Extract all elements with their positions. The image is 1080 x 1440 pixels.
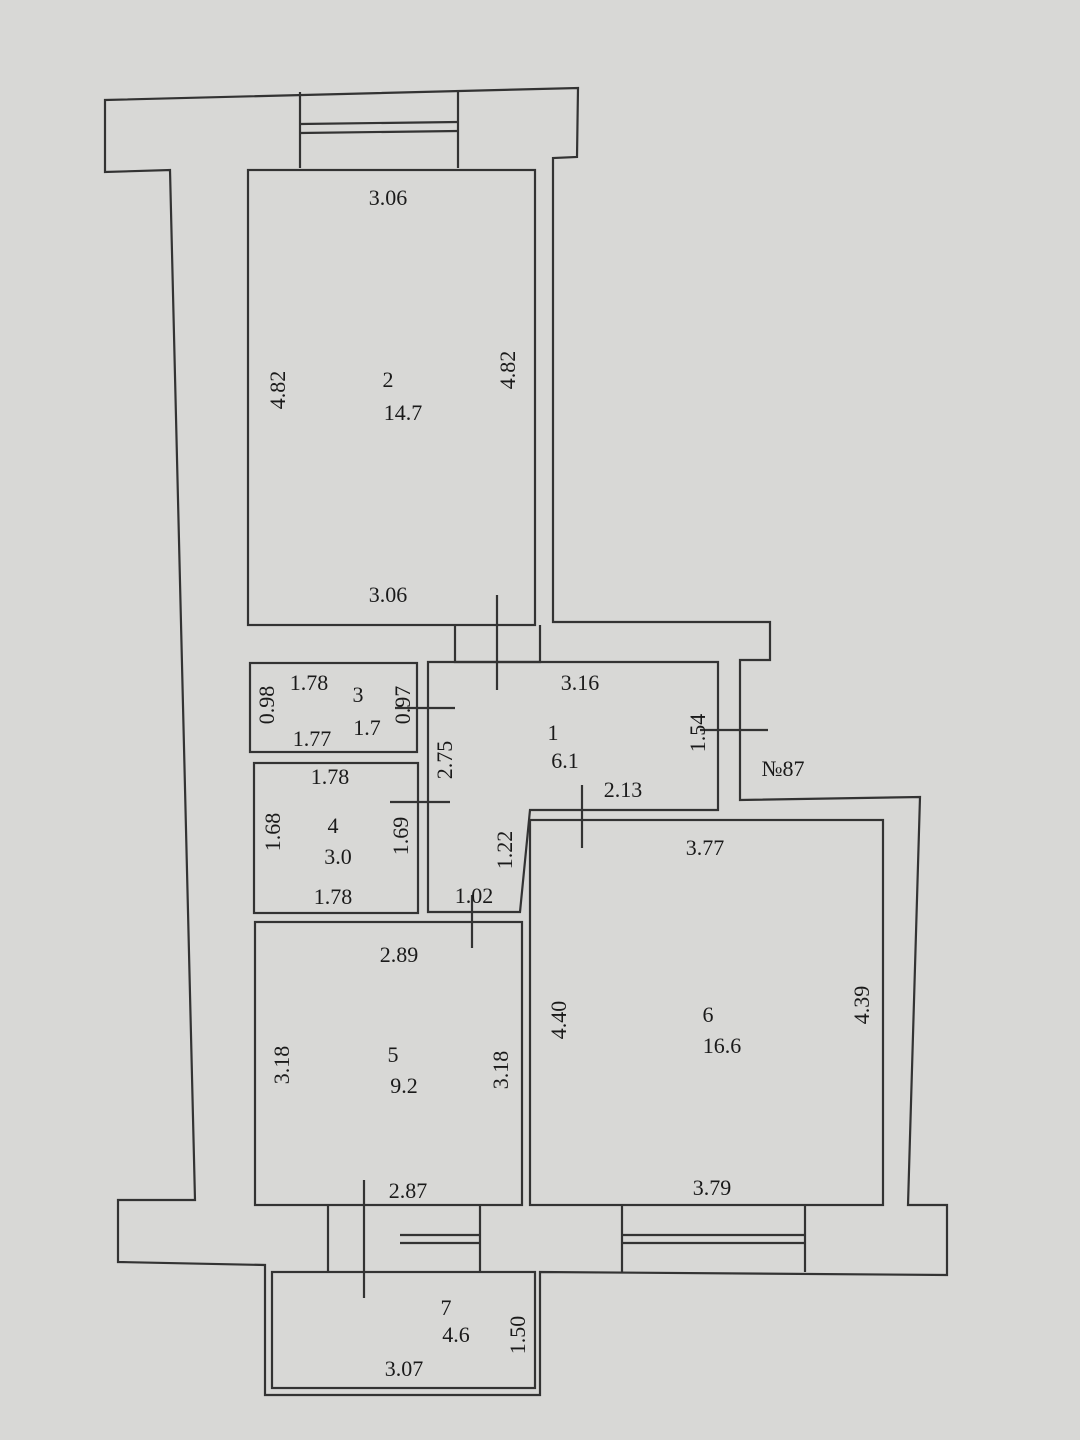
room-2-area: 14.7 bbox=[384, 400, 423, 425]
outer-wall bbox=[103, 86, 949, 1397]
room-6-area: 16.6 bbox=[703, 1033, 742, 1058]
room-6-dim-left: 4.40 bbox=[546, 1001, 571, 1040]
room-7-number: 7 bbox=[441, 1295, 452, 1320]
room-4-dim-right: 1.69 bbox=[388, 817, 413, 856]
room-3-dim-bottom: 1.77 bbox=[293, 726, 332, 751]
room-1-area: 6.1 bbox=[551, 748, 579, 773]
room-1-dim-left: 2.75 bbox=[432, 741, 457, 780]
room-1 bbox=[426, 660, 720, 914]
room-6-dim-right: 4.39 bbox=[849, 986, 874, 1025]
room-1-dim-bottom: 1.02 bbox=[455, 883, 494, 908]
apartment-number: №87 bbox=[762, 756, 805, 781]
room-7-dim-right: 1.50 bbox=[505, 1316, 530, 1355]
room-5-dim-right: 3.18 bbox=[488, 1051, 513, 1090]
room-4-dim-bottom: 1.78 bbox=[314, 884, 353, 909]
room-4-number: 4 bbox=[328, 813, 339, 838]
room-3-dim-right: 0.97 bbox=[390, 686, 415, 725]
room-6-dim-top: 3.77 bbox=[686, 835, 725, 860]
balcony-windows bbox=[326, 1205, 807, 1272]
room-2-dim-right: 4.82 bbox=[495, 351, 520, 390]
room-3-area: 1.7 bbox=[353, 715, 381, 740]
room-3-dim-top: 1.78 bbox=[290, 670, 329, 695]
room-5 bbox=[253, 920, 524, 1207]
room-6 bbox=[528, 818, 885, 1207]
room-7-dim-bottom: 3.07 bbox=[385, 1356, 424, 1381]
room-1-dim-lower: 1.22 bbox=[492, 831, 517, 870]
room-2-dim-left: 4.82 bbox=[265, 371, 290, 410]
room-7-area: 4.6 bbox=[442, 1322, 470, 1347]
room-1-number: 1 bbox=[548, 720, 559, 745]
room-5-area: 9.2 bbox=[390, 1073, 418, 1098]
room-4-dim-top: 1.78 bbox=[311, 764, 350, 789]
room-1-dim-right: 1.54 bbox=[685, 714, 710, 753]
room-3-number: 3 bbox=[353, 682, 364, 707]
top-window bbox=[298, 90, 460, 168]
room-7 bbox=[270, 1270, 537, 1390]
room-5-dim-left: 3.18 bbox=[269, 1046, 294, 1085]
room-6-number: 6 bbox=[703, 1002, 714, 1027]
room-5-dim-bottom: 2.87 bbox=[389, 1178, 428, 1203]
room-6-dim-bottom: 3.79 bbox=[693, 1175, 732, 1200]
room-2 bbox=[246, 168, 537, 627]
room-2-dim-bottom: 3.06 bbox=[369, 582, 408, 607]
room-1-dim-step: 2.13 bbox=[604, 777, 643, 802]
room-2-number: 2 bbox=[383, 367, 394, 392]
room-4-dim-left: 1.68 bbox=[260, 813, 285, 852]
room-5-number: 5 bbox=[388, 1042, 399, 1067]
room-4-area: 3.0 bbox=[324, 844, 352, 869]
room-5-dim-top: 2.89 bbox=[380, 942, 419, 967]
room-3-dim-left: 0.98 bbox=[254, 686, 279, 725]
door-marks bbox=[362, 595, 768, 1298]
room-4 bbox=[252, 761, 420, 915]
room-2-dim-top: 3.06 bbox=[369, 185, 408, 210]
room-1-dim-top: 3.16 bbox=[561, 670, 600, 695]
